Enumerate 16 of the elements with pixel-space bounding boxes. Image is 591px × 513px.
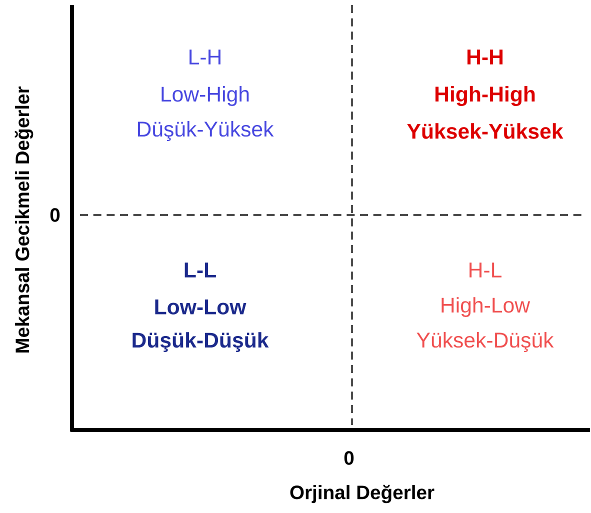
quadrant-label: H-H [467,50,503,64]
quadrant-label: Yüksek-Yüksek [407,123,564,139]
tick-label: 0 [344,451,354,465]
quadrant-label: Düşük-Düşük [132,332,269,352]
quadrant-label: High-Low [442,297,530,317]
tick-label: 0 [50,208,60,222]
quadrant-label: Yüksek-Düşük [416,332,554,352]
axis-title: Orjinal Değerler [290,484,434,504]
quadrant-label: H-L [470,262,502,278]
quadrant-label: Low-High [162,86,249,106]
quadrant-label: Low-Low [155,300,246,314]
quadrant-label: High-High [435,86,535,106]
axis-title: Mekansal Gecikmeli Değerler [14,86,34,352]
quadrant-label: L-L [184,262,216,278]
quadrant-label: L-H [190,50,220,64]
quadrant-label: Düşük-Yüksek [138,121,274,141]
